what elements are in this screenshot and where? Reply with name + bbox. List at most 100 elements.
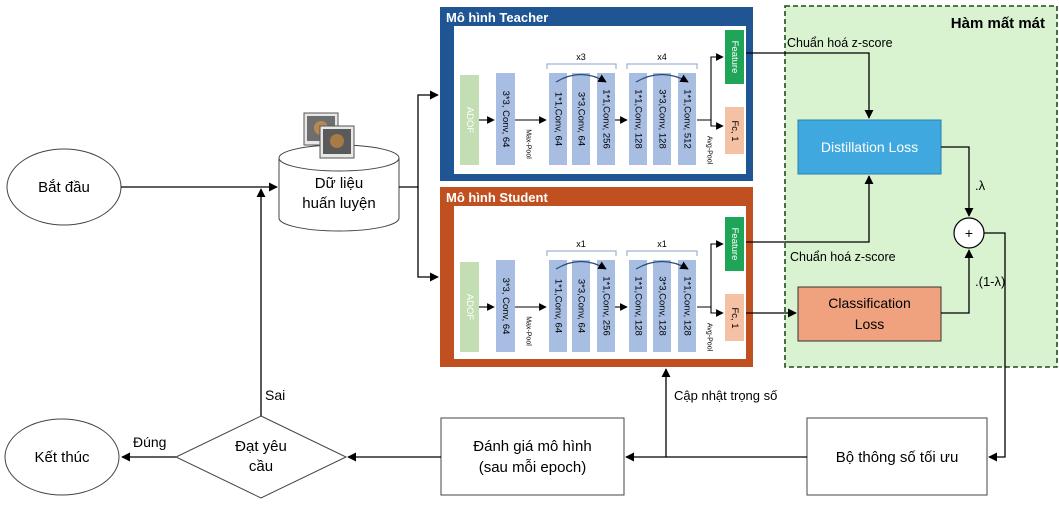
- classification-loss-label-line2: Loss: [855, 316, 885, 332]
- decision-label-line2: cầu: [249, 458, 273, 475]
- classification-loss-box: [797, 286, 942, 342]
- teacher-group1-label-2: 3*3,Conv, 64: [576, 92, 587, 146]
- teacher-group2-label-3: 1*1,Conv, 512: [682, 89, 693, 149]
- student-group2-block-2: [653, 260, 671, 352]
- student-group1-label-1: 1*1,Conv, 64: [553, 279, 564, 333]
- student-group2-loop-arrow: [635, 260, 689, 270]
- teacher-group1-loop-arrow: [555, 73, 607, 83]
- teacher-group2-bracket: [626, 63, 698, 69]
- student-avgpool-label: Avg-Pool: [706, 323, 713, 352]
- update-weights-label: Cập nhật trọng số: [674, 388, 777, 403]
- teacher-group2-label-1: 1*1,Conv, 128: [633, 89, 644, 149]
- edge-classification-to-sum: [941, 249, 974, 314]
- lambda-label: .λ: [975, 178, 986, 193]
- edge-data-to-teacher: [399, 90, 439, 188]
- edge-data-to-student: [417, 187, 439, 282]
- teacher-adof-block: [460, 75, 479, 165]
- student-group1-label-2: 3*3,Conv, 64: [576, 279, 587, 333]
- student-group1-label-3: 1*1,Conv, 256: [601, 276, 612, 336]
- student-group2-block-1: [629, 260, 647, 352]
- student-group1-block-3: [597, 260, 615, 352]
- teacher-group1-block-1: [549, 73, 567, 165]
- znorm-teacher-label: Chuẩn hoá z-score: [787, 36, 893, 50]
- teacher-feature-block: [725, 30, 744, 84]
- evaluate-model-box: [440, 417, 625, 496]
- student-title: Mô hình Student: [446, 190, 548, 205]
- optimizer-label: Bộ thông số tối ưu: [836, 449, 959, 466]
- teacher-group1-bracket: [546, 63, 617, 69]
- znorm-student-label: Chuẩn hoá z-score: [790, 250, 896, 264]
- end-label: Kết thúc: [34, 449, 90, 466]
- student-conv1-block: [496, 260, 515, 352]
- student-maxpool-label: Max-Pool: [525, 316, 532, 346]
- one-minus-lambda-label: .(1-λ): [975, 274, 1005, 289]
- student-group2-repeat: x1: [657, 239, 667, 249]
- teacher-group2-label-2: 3*3,Conv, 128: [657, 89, 668, 149]
- edge-student-feature-to-distillation: [746, 175, 874, 243]
- teacher-group2-block-1: [629, 73, 647, 165]
- flow-edges: [121, 52, 1006, 462]
- decision-label-line1: Đạt yêu: [235, 438, 287, 455]
- loss-function-title: Hàm mất mát: [951, 15, 1045, 32]
- classification-loss-label-line1: Classification: [828, 295, 910, 311]
- student-group2-label-1: 1*1,Conv, 128: [633, 276, 644, 336]
- image-stack-icon: [303, 112, 355, 159]
- edge-distillation-to-sum: [941, 146, 974, 217]
- teacher-group1-block-2: [572, 73, 590, 165]
- teacher-group1-label-3: 1*1,Conv, 256: [601, 89, 612, 149]
- start-label: Bắt đầu: [38, 179, 90, 196]
- teacher-network: ADOF 3*3, Conv, 64 Max-Pool 1*1,Conv, 64 3*3…: [460, 30, 744, 165]
- student-arrow-feature: [697, 240, 724, 308]
- evaluate-model-label-line1: Đánh giá mô hình: [473, 438, 591, 455]
- teacher-group2-block-2: [653, 73, 671, 165]
- student-group1-repeat: x1: [576, 239, 586, 249]
- teacher-group1-label-1: 1*1,Conv, 64: [553, 92, 564, 146]
- training-data-cylinder: [278, 144, 400, 232]
- teacher-title: Mô hình Teacher: [446, 10, 548, 25]
- student-group2-block-3: [678, 260, 696, 352]
- teacher-conv1-block: [496, 73, 515, 165]
- teacher-maxpool-label: Max-Pool: [525, 129, 532, 159]
- edge-teacher-feature-to-distillation: [746, 52, 874, 119]
- teacher-group1-repeat: x3: [576, 52, 586, 62]
- sum-symbol: +: [965, 225, 973, 241]
- student-group2-label-3: 1*1,Conv, 128: [682, 276, 693, 336]
- student-group1-loop-arrow: [555, 260, 607, 270]
- student-group1-bracket: [546, 250, 617, 256]
- teacher-arrow-fc: [710, 120, 724, 130]
- edge-sum-to-optimizer: [984, 232, 1006, 462]
- student-arrow-fc: [710, 307, 724, 317]
- student-feature-label: Feature: [729, 228, 740, 261]
- teacher-fc-block: [725, 107, 744, 154]
- evaluate-model-label-line2: (sau mỗi epoch): [479, 459, 587, 476]
- student-group1-block-1: [549, 260, 567, 352]
- student-group2-label-2: 3*3,Conv, 128: [657, 276, 668, 336]
- student-fc-block: [725, 294, 744, 341]
- optimizer-box: [806, 417, 988, 496]
- student-group2-bracket: [626, 250, 698, 256]
- no-label: Sai: [265, 387, 285, 403]
- training-data-label-line1: Dữ liệu: [315, 175, 363, 192]
- student-adof-block: [460, 262, 479, 352]
- teacher-adof-label: ADOF: [464, 107, 475, 134]
- teacher-group2-loop-arrow: [635, 73, 689, 83]
- teacher-arrow-feature: [697, 53, 724, 121]
- teacher-avgpool-label: Avg-Pool: [706, 136, 713, 165]
- student-network: ADOF 3*3, Conv, 64 Max-Pool 1*1,Conv, 64 3*3…: [460, 217, 744, 352]
- teacher-group1-block-3: [597, 73, 615, 165]
- teacher-fc-label: Fc, 1: [729, 120, 740, 141]
- student-adof-label: ADOF: [464, 294, 475, 321]
- distillation-loss-label: Distillation Loss: [821, 139, 918, 155]
- teacher-group2-repeat: x4: [657, 52, 667, 62]
- decision-node: [174, 415, 348, 499]
- end-node: [4, 418, 120, 496]
- student-fc-label: Fc, 1: [729, 307, 740, 328]
- training-data-label-line2: huấn luyện: [302, 195, 375, 212]
- distillation-loss-box: [797, 119, 942, 175]
- yes-label: Đúng: [133, 434, 166, 450]
- student-conv1-label: 3*3, Conv, 64: [500, 278, 511, 335]
- teacher-conv1-label: 3*3, Conv, 64: [500, 91, 511, 148]
- teacher-group2-block-3: [678, 73, 696, 165]
- teacher-feature-label: Feature: [729, 41, 740, 74]
